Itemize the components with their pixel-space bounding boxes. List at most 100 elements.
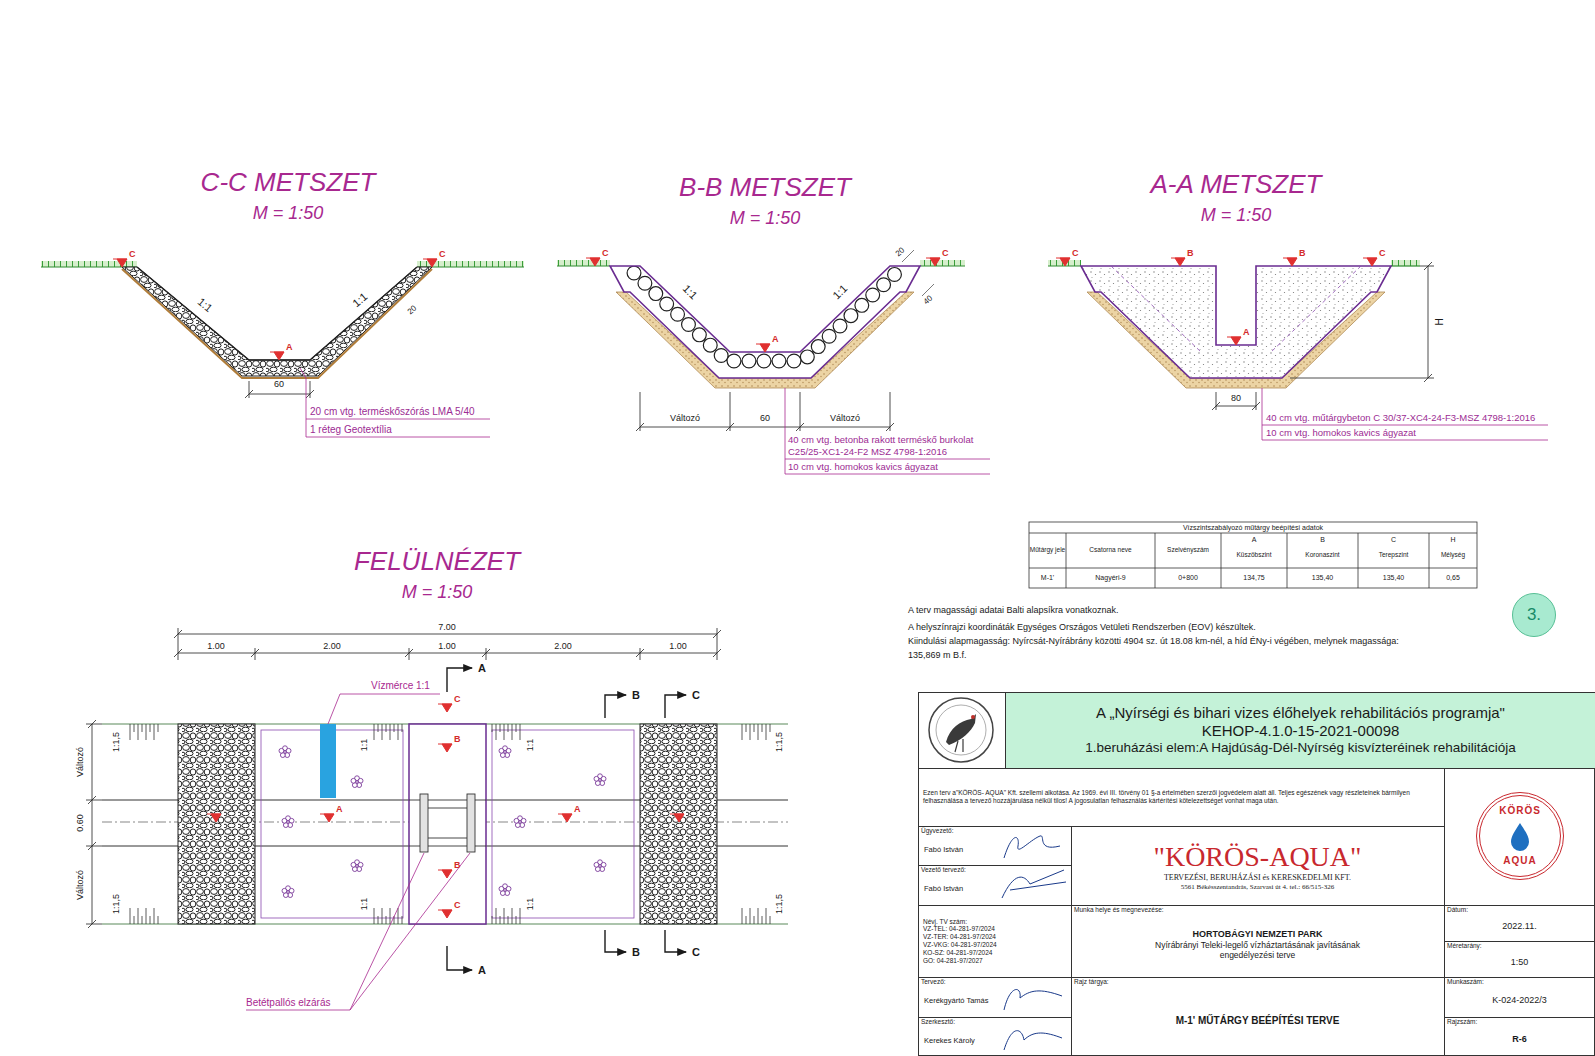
cell-value: 2022.11. [1502, 921, 1536, 932]
logo-text: AQUA [1503, 855, 1536, 867]
park-logo [946, 714, 976, 745]
company-cell: "KÖRÖS-AQUA"TERVEZÉSI, BERUHÁZÁSI és KER… [1071, 826, 1444, 905]
table-cell: Műtárgy jele [1030, 546, 1066, 553]
signature [1002, 870, 1066, 898]
dimension: 1.00 [438, 641, 456, 651]
table-cell: M-1' [1030, 574, 1066, 582]
cc-section [122, 267, 432, 376]
slope-hatch [492, 908, 520, 924]
table-cell: 135,40 [1288, 574, 1357, 582]
concrete-stone-symbol [499, 884, 511, 896]
plan-view [640, 724, 717, 924]
scale-note: M = 1:50 [253, 203, 324, 224]
dimension: 20 [406, 304, 419, 317]
plan-view [409, 724, 486, 924]
cell-heading: Rajz tárgya: [1074, 978, 1109, 986]
section-marker [270, 352, 284, 360]
bb-section [634, 273, 896, 361]
callout-label: Betétpallós elzárás [246, 997, 331, 1009]
table-cell: 135,40 [1359, 574, 1428, 582]
park-logo [936, 705, 986, 755]
material-note: 10 cm vtg. homokos kavics ágyazat [788, 462, 938, 473]
table-cell: Nagyéri-9 [1068, 574, 1154, 582]
date-cell: Dátum: 2022.11. [1444, 905, 1595, 941]
title-block-grid [918, 692, 1595, 1056]
concrete-stone-symbol [594, 860, 606, 872]
plan-view [328, 694, 440, 724]
park-logo [955, 739, 963, 752]
signature-cell: Szerkesztő:Kerekes Károly [918, 1017, 1071, 1056]
section-letter: C [942, 248, 949, 258]
dimension: 60 [274, 379, 284, 389]
table-cell: B [1288, 536, 1357, 544]
copyright-note: Ezen terv a"KÖRÖS- AQUA" Kft. szellemi a… [923, 789, 1439, 805]
table-cell: 0+800 [1156, 574, 1220, 582]
section-marker [756, 344, 770, 352]
section-letter: A [1243, 327, 1250, 337]
slope-ratio: 1:1 [359, 898, 369, 911]
slope-ratio: 1:1 [680, 282, 700, 302]
bb-section [920, 265, 965, 266]
bb-section [557, 265, 610, 266]
plan-view [174, 628, 721, 660]
sheet-number: 3. [1527, 605, 1541, 625]
company-text: 5561 Békésszentandrás, Szarvasi út 4. te… [1181, 883, 1334, 891]
table-grid [1029, 522, 1477, 588]
section-letter: A [286, 342, 293, 352]
table-cell: Koronaszint [1288, 551, 1357, 558]
section-letter: C [129, 249, 136, 259]
park-logo [929, 698, 993, 762]
callout-label: Vízmérce 1:1 [371, 680, 430, 692]
cut-letter: A [478, 662, 486, 675]
concrete-stone-symbol [514, 816, 526, 828]
project-cell: Munka helye és megnevezése:HORTOBÁGYI NE… [1071, 905, 1444, 977]
plan-view [492, 730, 634, 918]
cell-heading: Dátum: [1447, 906, 1468, 914]
aa-section [1048, 260, 1548, 440]
material-note: 40 cm vtg. betonba rakott terméskő burko… [788, 435, 973, 446]
dimension: 7.00 [438, 622, 456, 632]
section-marker [586, 258, 600, 266]
signature [1002, 836, 1066, 1050]
person-name: Kerékgyártó Tamás [924, 996, 988, 1005]
park-logo [929, 698, 993, 762]
table-cell: 0,65 [1430, 574, 1476, 582]
table-cell: Mélység [1430, 551, 1476, 558]
aa-section [1290, 262, 1434, 382]
section-letter: C [439, 249, 446, 259]
section-cut-line [447, 668, 686, 970]
dimension: 1.00 [669, 641, 687, 651]
general-note: A helyszínrajzi koordináták Egységes Ors… [908, 622, 1256, 632]
plan-view [467, 794, 475, 852]
section-letter: B [454, 734, 461, 744]
section-marker [113, 259, 127, 267]
bb-section [920, 260, 965, 266]
project-band: A „Nyírségi és bihari vizes élőhelyek re… [1006, 693, 1595, 768]
slope-hatch [374, 724, 402, 740]
dimension: 20 [894, 246, 907, 259]
plan-view [86, 628, 788, 1010]
plan-view [320, 724, 336, 798]
signature-cell: Ügyvezető:Fabó István [918, 826, 1071, 865]
section-marker [438, 870, 452, 878]
concrete-stone-symbol [282, 816, 294, 828]
signature-cell: Tervező:Kerékgyártó Tamás [918, 977, 1071, 1017]
bb-section [636, 392, 894, 431]
table-grid [1029, 533, 1477, 588]
plan-view [246, 853, 470, 1010]
material-note: 1 réteg Geotextília [310, 424, 392, 436]
scale-note: M = 1:50 [730, 208, 801, 229]
licence-number: Névj. TV szám: [923, 918, 967, 926]
scale-note: M = 1:50 [1201, 205, 1272, 226]
dimension: Változó [670, 413, 700, 423]
section-marker [558, 814, 572, 822]
park-logo [971, 715, 975, 719]
cell-value: R-6 [1512, 1034, 1527, 1045]
section-marker [926, 258, 940, 266]
licence-number: KO-SZ: 04-281-97/2024 [923, 949, 992, 957]
table-cell: C [1359, 536, 1428, 544]
table-cell: A [1222, 536, 1286, 544]
cell-value: K-024-2022/3 [1492, 995, 1547, 1006]
bb-section [557, 250, 990, 474]
